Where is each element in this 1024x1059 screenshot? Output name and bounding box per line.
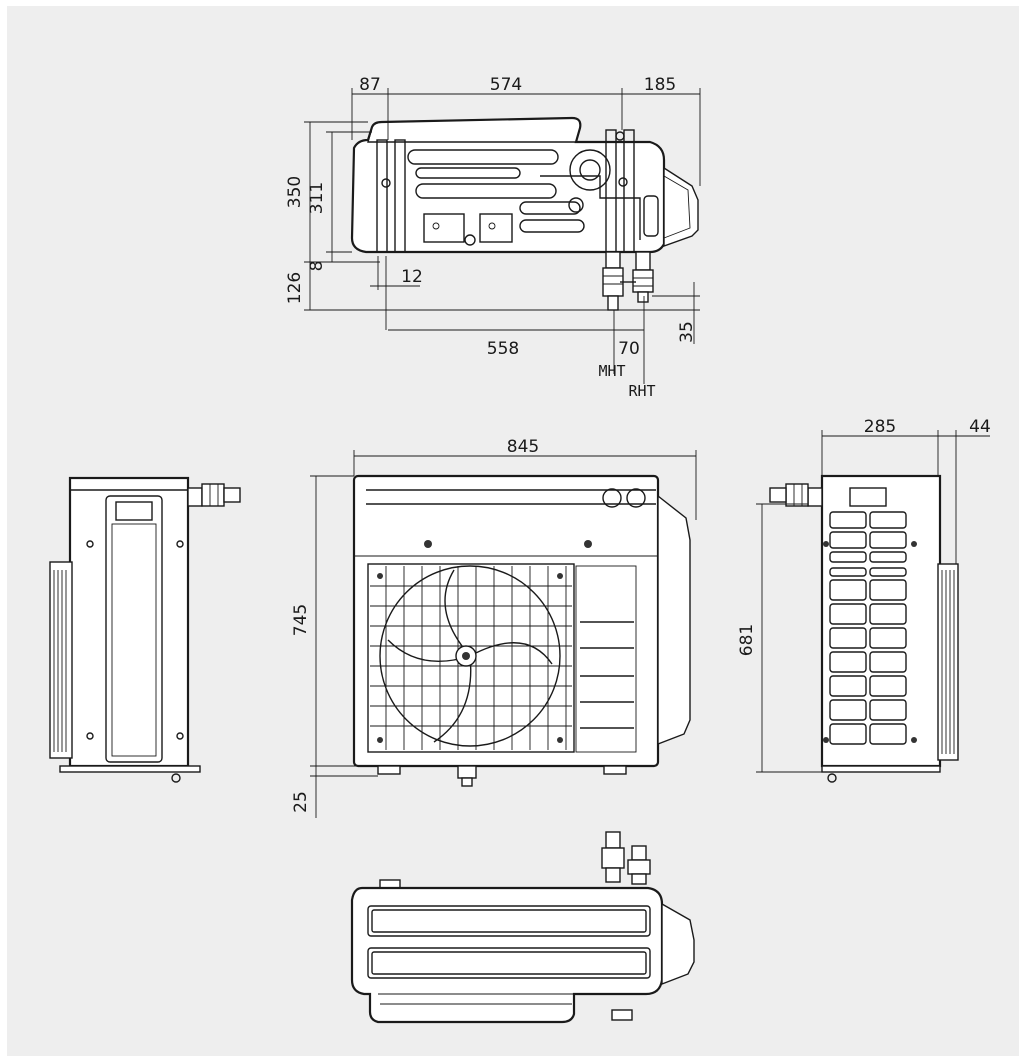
- dim-350: 350: [285, 176, 305, 208]
- dim-44: 44: [969, 417, 991, 437]
- dim-558: 558: [487, 339, 519, 359]
- dim-12: 12: [401, 267, 423, 287]
- dim-70: 70: [618, 339, 640, 359]
- dim-574: 574: [490, 75, 522, 95]
- left-valve-icon: [187, 483, 241, 507]
- fan-grille: [367, 563, 575, 753]
- dim-681: 681: [737, 624, 757, 656]
- right-side-view: 285 44 681: [737, 417, 991, 783]
- valve-mht-icon: [602, 251, 624, 311]
- dim-845: 845: [507, 437, 539, 457]
- label-mht: MHT: [598, 362, 625, 380]
- right-valve-icon: [769, 483, 823, 507]
- louver-grid: [829, 511, 907, 745]
- dim-126: 126: [285, 272, 305, 304]
- label-rht: RHT: [628, 382, 655, 400]
- dim-311: 311: [307, 182, 327, 214]
- dim-8: 8: [307, 261, 327, 272]
- left-side-view: [49, 476, 241, 783]
- front-view: 845 745 25: [291, 437, 697, 818]
- bottom-valve-icon: [601, 831, 651, 885]
- dim-285: 285: [864, 417, 896, 437]
- bottom-view: [350, 831, 695, 1024]
- dim-745: 745: [291, 604, 311, 636]
- dim-35: 35: [677, 321, 697, 343]
- dim-25: 25: [291, 791, 311, 813]
- top-view: 87 574 185 350 311 126 8 12 558 70 35 MH…: [285, 75, 701, 400]
- dim-185: 185: [644, 75, 676, 95]
- valve-rht-icon: [632, 251, 654, 303]
- dim-87: 87: [359, 75, 381, 95]
